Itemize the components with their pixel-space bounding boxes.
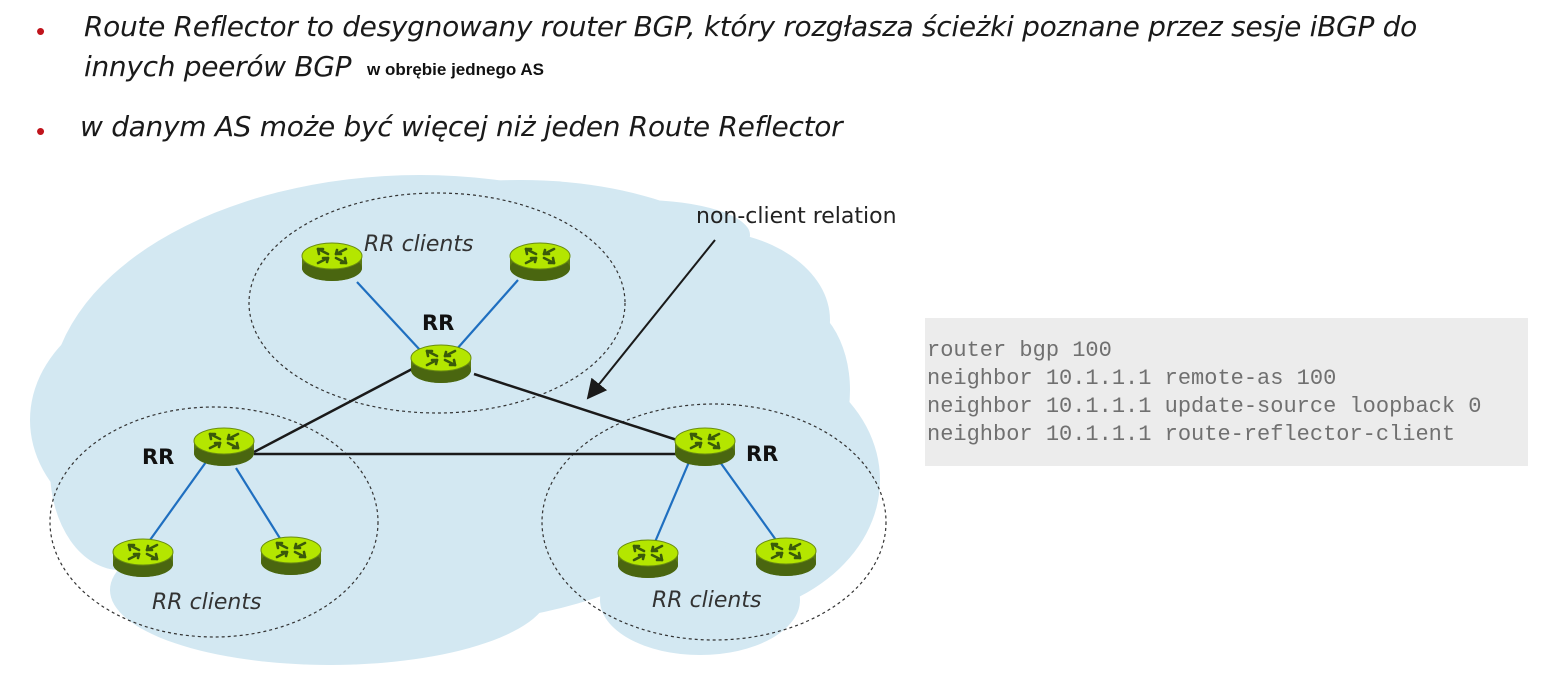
rr-link-top-right	[473, 372, 678, 442]
rr-clients-label-top: RR clients	[364, 232, 473, 257]
client-link	[653, 461, 691, 543]
code-line: neighbor 10.1.1.1 route-reflector-client	[927, 422, 1456, 447]
non-client-arrow	[586, 239, 716, 400]
rr-clients-label-left: RR clients	[152, 590, 261, 615]
bullet-1-line-2: innych peerów BGP	[84, 50, 352, 83]
cluster-boundary-right	[541, 403, 887, 641]
bullet-1-note: w obrębie jednego AS	[367, 60, 544, 79]
config-code-block: router bgp 100 neighbor 10.1.1.1 remote-…	[925, 318, 1528, 466]
bullet-marker-1: •	[36, 16, 46, 46]
code-line: neighbor 10.1.1.1 remote-as 100	[927, 366, 1337, 391]
non-client-relation-label: non-client relation	[696, 204, 897, 229]
client-router	[300, 241, 364, 283]
rr-router-top	[409, 343, 473, 385]
client-router	[754, 536, 818, 578]
client-link	[455, 279, 519, 351]
bullet-1-line-1: Route Reflector to desygnowany router BG…	[84, 10, 1417, 43]
code-line: router bgp 100	[927, 338, 1112, 363]
rr-label-left: RR	[142, 445, 174, 469]
rr-router-right	[673, 426, 737, 468]
rr-clients-label-right: RR clients	[652, 588, 761, 613]
bullet-marker-2: •	[36, 116, 46, 146]
client-router	[616, 538, 680, 580]
rr-label-right: RR	[746, 442, 778, 466]
client-router	[259, 535, 323, 577]
client-link	[149, 461, 207, 541]
client-link	[235, 467, 282, 541]
client-link	[356, 281, 421, 351]
rr-router-left	[192, 426, 256, 468]
client-link	[719, 461, 777, 541]
bullet-2-text: w danym AS może być więcej niż jeden Rou…	[80, 110, 843, 143]
cluster-boundary-top	[248, 192, 626, 414]
rr-label-top: RR	[422, 311, 454, 335]
code-line: neighbor 10.1.1.1 update-source loopback…	[927, 394, 1482, 419]
client-router	[508, 241, 572, 283]
cluster-boundary-left	[49, 406, 379, 638]
client-router	[111, 537, 175, 579]
rr-link-top-left	[253, 366, 415, 454]
